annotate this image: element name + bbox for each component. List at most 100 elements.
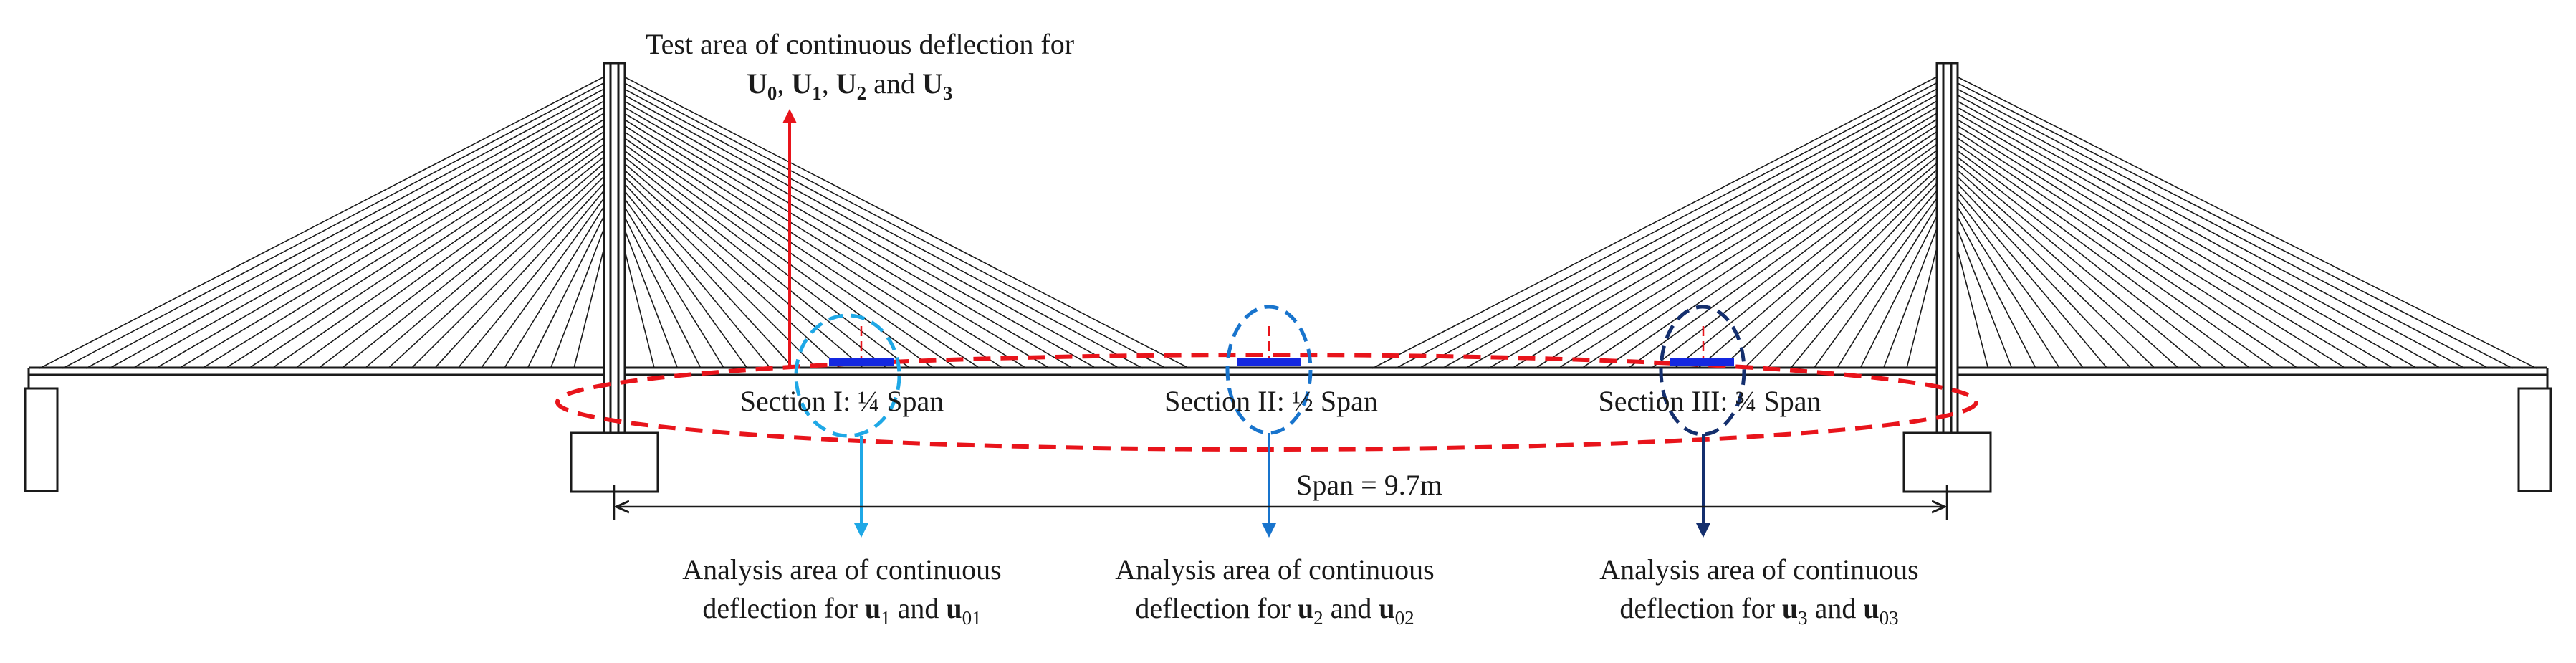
svg-text:deflection for u3 and u03: deflection for u3 and u03 [1619,592,1898,629]
stay-cable [1371,71,1948,369]
stay-cable [1697,154,1948,369]
stay-cable [1743,166,1948,369]
var-U2: U [836,67,857,100]
stay-cable [613,82,1144,369]
stay-cable [1674,148,1948,369]
left-pylon [603,62,626,434]
section-marker-1 [794,313,901,538]
stay-cable [1946,148,2227,369]
stay-cable [248,124,615,369]
stay-cable [613,154,864,369]
end-piers [24,387,2552,492]
stay-cable [132,95,615,369]
stay-cable [1946,100,2418,369]
stay-cable [1946,130,2299,369]
var-U1: U [791,67,812,100]
left-pier-base [570,431,659,493]
span-label: Span = 9.7m [1296,469,1442,501]
stay-cable [1946,113,2370,369]
stay-cable [1946,189,2061,369]
stay-cable [457,178,615,369]
test-area-ellipse [555,353,1978,452]
stay-cable [613,124,981,369]
stay-cable [1836,189,1948,369]
stay-cable [1946,71,2537,369]
var-U3: U [922,67,943,100]
analysis-label-1: Analysis area of continuous deflection f… [682,553,1001,629]
stay-cable [271,130,615,369]
stay-cable [613,89,1120,369]
stay-cable [613,100,1074,369]
stay-cable [1946,196,2036,369]
stay-cable [1604,130,1948,369]
stay-cable [1946,124,2322,369]
section-label-2: Section II: ½ Span [1164,385,1378,417]
stay-cable [613,183,748,369]
left-end-pier [24,387,59,492]
section-marker-3 [1659,305,1746,538]
stay-cable [613,178,772,369]
stay-cable [295,136,615,369]
stay-cable [1946,178,2108,369]
analysis-label-2: Analysis area of continuous deflection f… [1115,553,1434,629]
stay-cable [1946,118,2347,369]
section-label-3: Section III: ¾ Span [1598,385,1821,417]
stay-cable [85,82,615,369]
svg-text:Analysis area of continuous: Analysis area of continuous [1599,553,1918,586]
stay-cable [613,113,1028,369]
stay-cable [1581,124,1948,369]
var-U0: U [747,67,767,100]
stay-cable [317,142,615,369]
stay-cable [613,77,1167,369]
stay-cable [1557,118,1948,369]
stay-cable [1946,171,2132,369]
stay-cable [201,113,615,369]
test-area-variables: U0, U1, U2 and U3 [747,67,952,104]
stay-cable [1946,82,2489,369]
stay-cable [1946,89,2466,369]
stay-cable [1946,183,2084,369]
stay-cable [1534,113,1948,369]
stay-cable [613,189,725,369]
stay-cable [1946,77,2514,369]
stay-cable [1395,77,1948,369]
right-pylon [1935,62,1959,434]
stay-cables [39,71,2537,369]
svg-text:Analysis area of continuous: Analysis area of continuous [1115,553,1434,586]
stay-cable [1946,142,2251,369]
stay-cable [1627,136,1948,369]
stay-cable [1859,196,1948,369]
stay-cable [1946,136,2275,369]
stay-cable [1813,183,1948,369]
stay-cable [613,106,1050,369]
analysis-label-3: Analysis area of continuous deflection f… [1599,553,1918,629]
stay-cable [613,71,1190,369]
stay-cable [341,148,615,369]
stay-cable [387,160,615,369]
bridge-deck [27,366,2549,388]
stay-cable [613,136,934,369]
stay-cable [1946,154,2203,369]
right-pier-base [1902,431,1992,493]
section-marker-2 [1225,305,1313,538]
stay-cable [1488,100,1948,369]
stay-cable [1790,178,1948,369]
svg-text:Analysis area of continuous: Analysis area of continuous [682,553,1001,586]
section-label-1: Section I: ¼ Span [740,385,944,417]
stay-cable [1441,89,1948,369]
stay-cable [613,130,957,369]
stay-cable [364,154,615,369]
stay-cable [1766,171,1948,369]
test-area-title: Test area of continuous deflection for [646,28,1074,60]
stay-cable [1946,166,2156,369]
stay-cable [1418,82,1948,369]
span-dimension [613,485,1948,520]
stay-cable [178,106,615,369]
svg-text:deflection for u2 and u02: deflection for u2 and u02 [1135,592,1414,629]
stay-cable [613,171,795,369]
stay-cable [1946,95,2442,369]
stay-cable [1946,160,2180,369]
stay-cable [62,77,615,369]
stay-cable [1946,106,2394,369]
